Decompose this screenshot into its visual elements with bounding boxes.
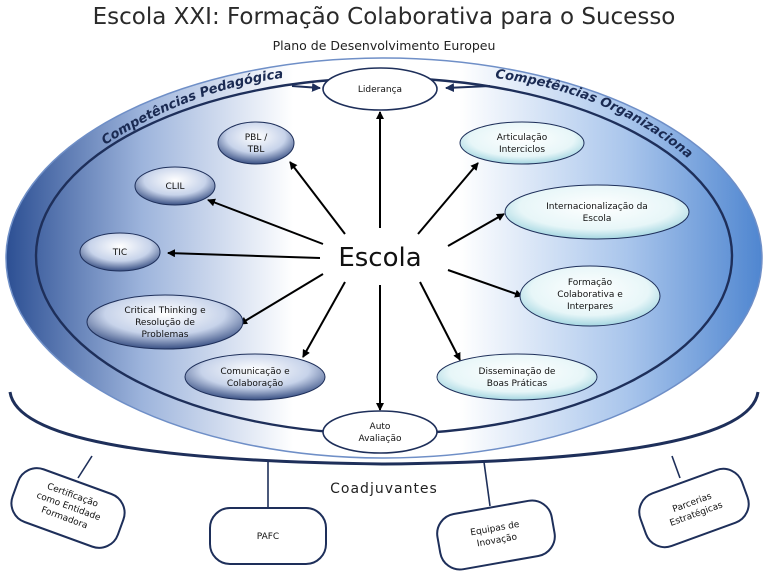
node-articulacao-line2: Interciclos (499, 145, 545, 155)
box-connectors (77, 455, 681, 508)
node-formacao-line1: Formação (568, 278, 613, 288)
coadjuvantes-label: Coadjuvantes (330, 481, 438, 497)
arrow-to-internacionalizacao (447, 213, 505, 247)
node-disseminacao-line1: Disseminação de (479, 367, 556, 377)
box-certificacao: Certificação como Entidade Formadora (10, 467, 126, 549)
box-parcerias: Parcerias Estratégicas (638, 467, 750, 549)
node-clil (134, 166, 216, 206)
node-comunicacao-line2: Colaboração (227, 379, 284, 389)
node-internacionalizacao (504, 184, 690, 240)
node-comunicacao (184, 353, 326, 401)
arrow-to-formacao (447, 269, 523, 298)
arrow-to-clil (207, 198, 324, 245)
arrow-to-disseminacao (419, 281, 461, 361)
box-pafc: PAFC (209, 507, 327, 565)
node-formacao-line3: Interpares (567, 302, 613, 312)
node-critical-line2: Resolução de (135, 318, 195, 328)
arrow-to-comunicacao (302, 281, 346, 358)
node-lideranca (322, 67, 438, 111)
arrow-to-critical (239, 273, 324, 325)
node-autoavaliacao-line2: Avaliação (359, 434, 402, 444)
node-articulacao-line1: Articulação (497, 133, 548, 143)
arrow-to-pbl (289, 161, 346, 235)
left-nodes: PBL / TBL CLIL TIC Critical Thinking e R… (79, 121, 326, 401)
ring-arrow-right (445, 83, 491, 93)
node-comunicacao-line1: Comunicação e (220, 367, 290, 377)
node-critical-line3: Problemas (142, 330, 189, 340)
arrow-to-articulacao (417, 162, 479, 235)
node-formacao-line2: Colaborativa e (557, 290, 623, 300)
arrow-to-tic (167, 249, 321, 259)
box-equipas: Equipas de Inovação (436, 499, 556, 571)
right-nodes: Articulação Interciclos Internacionaliza… (436, 121, 690, 401)
page-title: Escola XXI: Formação Colaborativa para o… (93, 4, 676, 30)
main-ellipse (5, 57, 763, 459)
ring-arrow-left (291, 82, 321, 92)
node-articulacao (459, 121, 585, 165)
node-pbl-line1: PBL / (245, 133, 268, 143)
node-autoavaliacao (322, 410, 438, 454)
node-pbl (217, 121, 295, 165)
node-disseminacao (436, 353, 598, 401)
node-disseminacao-line2: Boas Práticas (487, 379, 548, 389)
center-label: Escola (338, 243, 421, 273)
node-tic-label: TIC (112, 248, 127, 258)
node-pbl-line2: TBL (247, 145, 265, 155)
node-autoavaliacao-line1: Auto (370, 422, 391, 432)
node-formacao (519, 265, 661, 327)
node-clil-label: CLIL (166, 182, 185, 192)
node-internacionalizacao-line2: Escola (583, 214, 612, 224)
node-critical-thinking (86, 294, 244, 350)
node-critical-line1: Critical Thinking e (124, 306, 206, 316)
node-internacionalizacao-line1: Internacionalização da (546, 202, 648, 212)
box-pafc-label: PAFC (257, 532, 279, 542)
coadjuvantes-bracket (8, 391, 760, 466)
node-lideranca-label: Liderança (358, 85, 402, 95)
center-arrows (167, 111, 523, 411)
page-subtitle: Plano de Desenvolvimento Europeu (273, 38, 496, 53)
node-tic (79, 232, 161, 272)
